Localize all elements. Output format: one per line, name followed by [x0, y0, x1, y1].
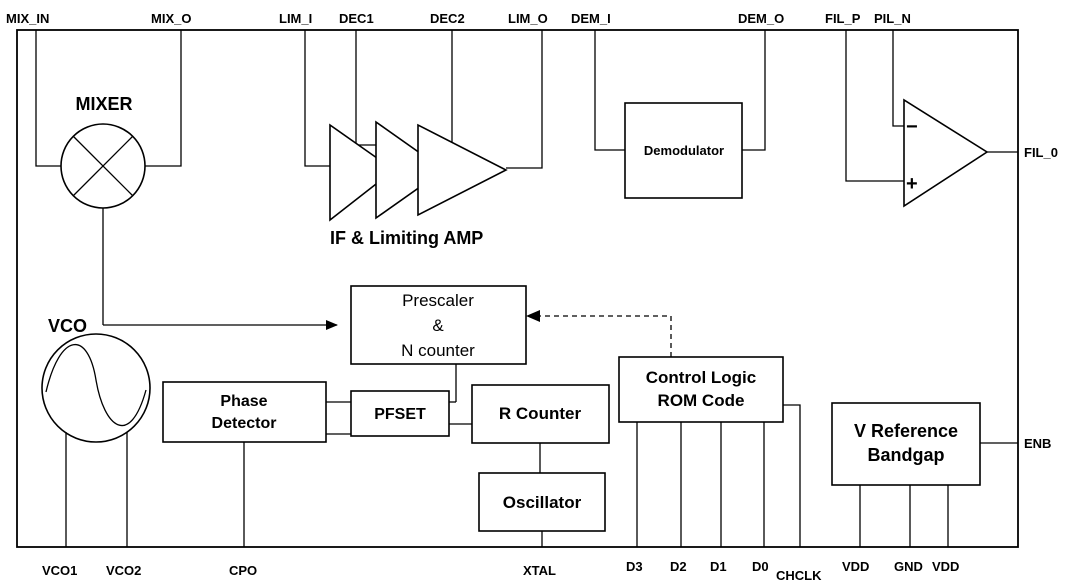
prescaler-line2: & [432, 316, 444, 335]
prescaler-block: Prescaler & N counter [350, 285, 527, 403]
pfset-label: PFSET [374, 406, 426, 423]
if-limiting-amp: IF & Limiting AMP [304, 30, 543, 248]
pin-d1: D1 [710, 559, 727, 574]
mixer-label: MIXER [75, 94, 132, 114]
pin-fil-p: FIL_P [825, 11, 861, 26]
pin-d0: D0 [752, 559, 769, 574]
pin-d2: D2 [670, 559, 687, 574]
control-line2: ROM Code [658, 391, 745, 410]
pfset-block: PFSET [350, 390, 472, 437]
pin-vco2: VCO2 [106, 563, 141, 578]
pin-chclk: CHCLK [776, 568, 822, 583]
pin-xtal: XTAL [523, 563, 556, 578]
phase-line1: Phase [220, 393, 267, 410]
phase-detector-block: Phase Detector [162, 381, 351, 547]
pin-lim-o: LIM_O [508, 11, 548, 26]
mixer-block: MIXER [35, 30, 182, 325]
filter-opamp: − + [845, 30, 1018, 208]
pin-fil-0: FIL_0 [1024, 145, 1058, 160]
pin-dec2: DEC2 [430, 11, 465, 26]
if-amp-label: IF & Limiting AMP [330, 228, 483, 248]
phase-line2: Detector [212, 415, 277, 432]
demodulator-label: Demodulator [644, 143, 724, 158]
pin-d3: D3 [626, 559, 643, 574]
prescaler-line1: Prescaler [402, 291, 474, 310]
pin-cpo: CPO [229, 563, 257, 578]
oscillator-label: Oscillator [503, 493, 582, 512]
pin-dec1: DEC1 [339, 11, 374, 26]
oscillator-block: Oscillator [478, 472, 606, 547]
pin-mix-in: MIX_IN [6, 11, 49, 26]
r-counter-label: R Counter [499, 404, 582, 423]
vco-label: VCO [48, 316, 87, 336]
chip-outline [16, 29, 1019, 548]
pin-dem-o: DEM_O [738, 11, 784, 26]
pin-lim-i: LIM_I [279, 11, 312, 26]
pin-pil-n: PIL_N [874, 11, 911, 26]
r-counter-block: R Counter [471, 384, 610, 473]
demodulator-block: Demodulator [594, 30, 766, 199]
prescaler-line3: N counter [401, 341, 475, 360]
vco-block: VCO [41, 316, 338, 547]
pin-mix-o: MIX_O [151, 11, 191, 26]
pin-gnd: GND [894, 559, 923, 574]
pin-vco1: VCO1 [42, 563, 77, 578]
pin-vdd-right: VDD [932, 559, 959, 574]
control-dashed-line [540, 315, 672, 357]
pin-dem-i: DEM_I [571, 11, 611, 26]
vref-line1: V Reference [854, 421, 958, 441]
pin-vdd-left: VDD [842, 559, 869, 574]
control-dashed-arrowhead [526, 310, 540, 322]
v-reference-block: V Reference Bandgap [831, 402, 1018, 547]
control-line1: Control Logic [646, 368, 756, 387]
control-logic-block: Control Logic ROM Code [618, 356, 801, 547]
opamp-minus-sign: − [906, 116, 918, 138]
vref-line2: Bandgap [867, 445, 944, 465]
opamp-plus-sign: + [906, 173, 918, 195]
pin-enb: ENB [1024, 436, 1051, 451]
